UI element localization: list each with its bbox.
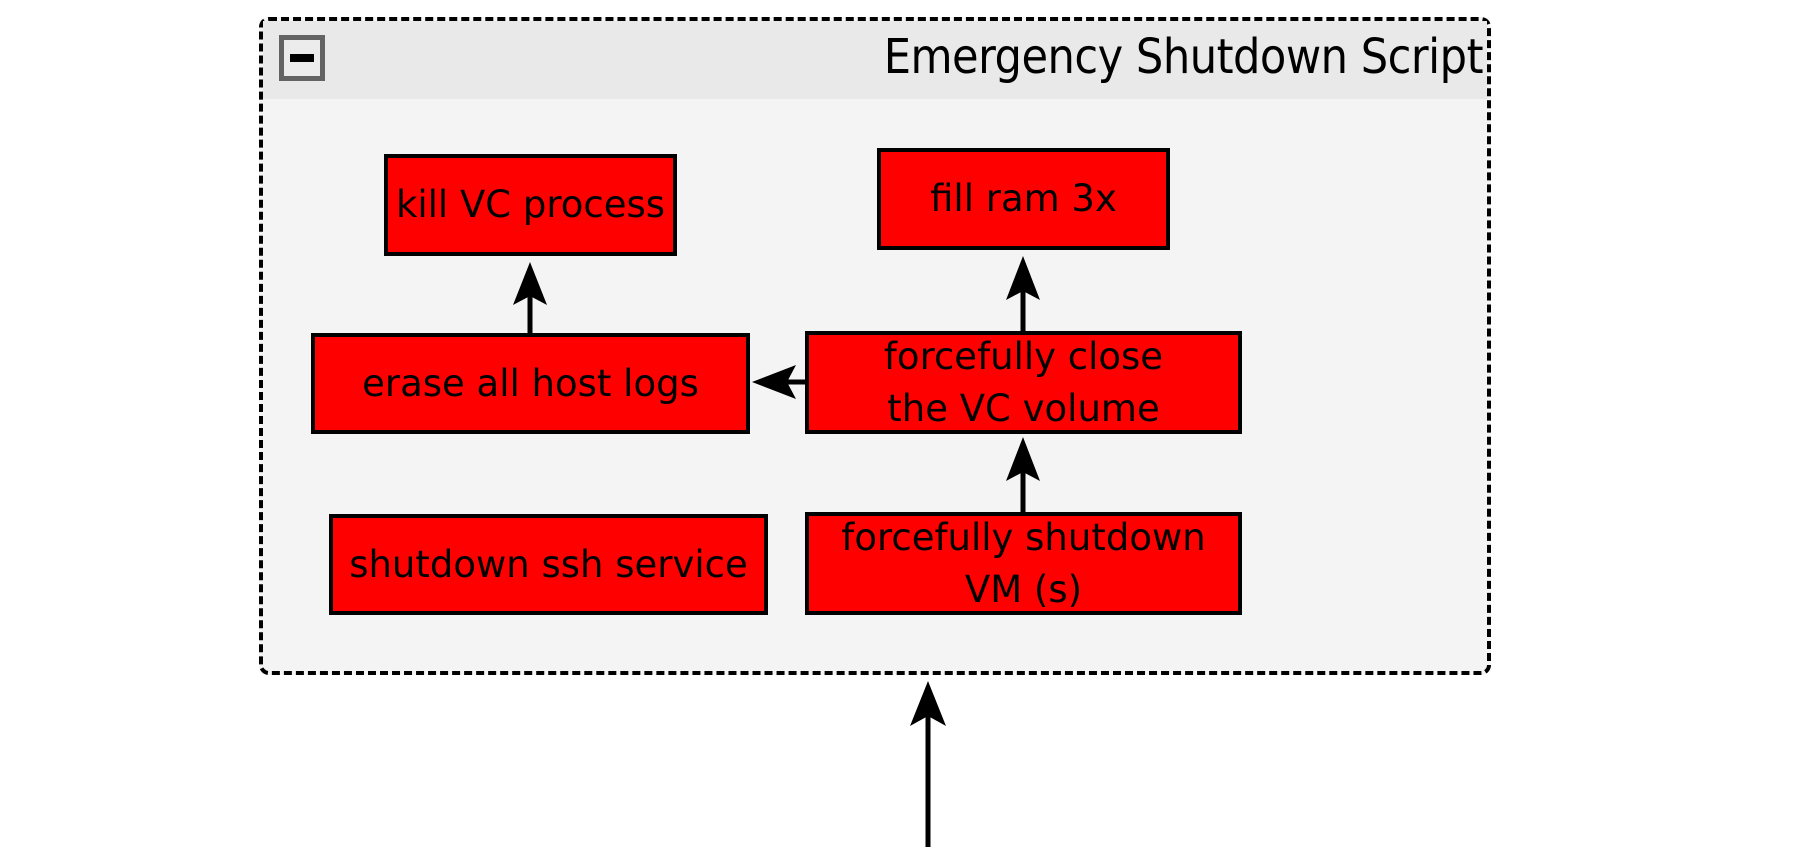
node-forcefully-shutdown-vm[interactable]: forcefully shutdown VM (s) xyxy=(805,512,1242,615)
node-label: forcefully shutdown VM (s) xyxy=(841,516,1206,611)
node-label: erase all host logs xyxy=(362,361,699,405)
node-label: forcefully close the VC volume xyxy=(883,335,1164,430)
subgraph-header xyxy=(263,21,1487,99)
node-erase-all-host-logs[interactable]: erase all host logs xyxy=(311,333,750,434)
collapse-button[interactable] xyxy=(279,35,325,81)
edge-external-entry xyxy=(910,681,946,847)
minus-icon xyxy=(290,54,314,62)
node-label: kill VC process xyxy=(395,183,666,227)
node-kill-vc-process[interactable]: kill VC process xyxy=(384,154,677,256)
node-label: shutdown ssh service xyxy=(349,542,748,586)
node-forcefully-close-the-vc-volume[interactable]: forcefully close the VC volume xyxy=(805,331,1242,434)
subgraph-title: Emergency Shutdown Script xyxy=(883,29,1484,85)
node-label: fill ram 3x xyxy=(930,177,1117,221)
node-shutdown-ssh-service[interactable]: shutdown ssh service xyxy=(329,514,768,615)
node-fill-ram-3x[interactable]: fill ram 3x xyxy=(877,148,1170,250)
